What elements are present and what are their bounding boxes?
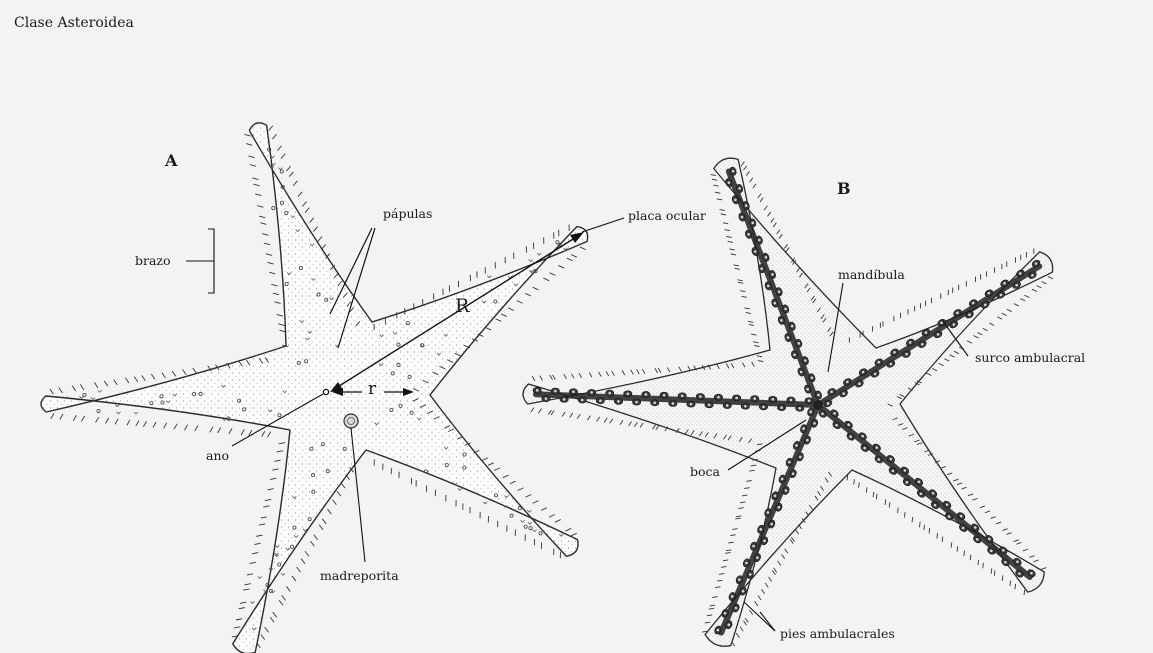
label-pies-ambulacrales: pies ambulacrales [780,628,895,641]
label-ano: ano [206,450,229,463]
label-big-r: R [455,297,469,316]
label-brazo: brazo [135,255,171,268]
label-surco-ambulacral: surco ambulacral [975,352,1085,365]
anus-mark [323,389,328,394]
label-papulas: pápulas [383,208,432,221]
panel-label-b: B [837,181,851,197]
label-placa-ocular: placa ocular [628,210,706,223]
label-small-r: r [368,381,376,398]
starfish-b [523,158,1053,646]
pies-ambulacrales-leader-2 [760,612,775,631]
pies-ambulacrales-leader-1 [744,602,775,631]
figure-title: Clase Asteroidea [14,16,134,30]
madreporite-plate [344,414,358,428]
placa-ocular-leader [582,218,624,232]
label-madreporita: madreporita [320,570,399,583]
label-mandibula: mandíbula [838,269,905,282]
label-boca: boca [690,466,720,479]
panel-label-a: A [165,153,177,169]
starfish-a-texture [41,123,588,653]
